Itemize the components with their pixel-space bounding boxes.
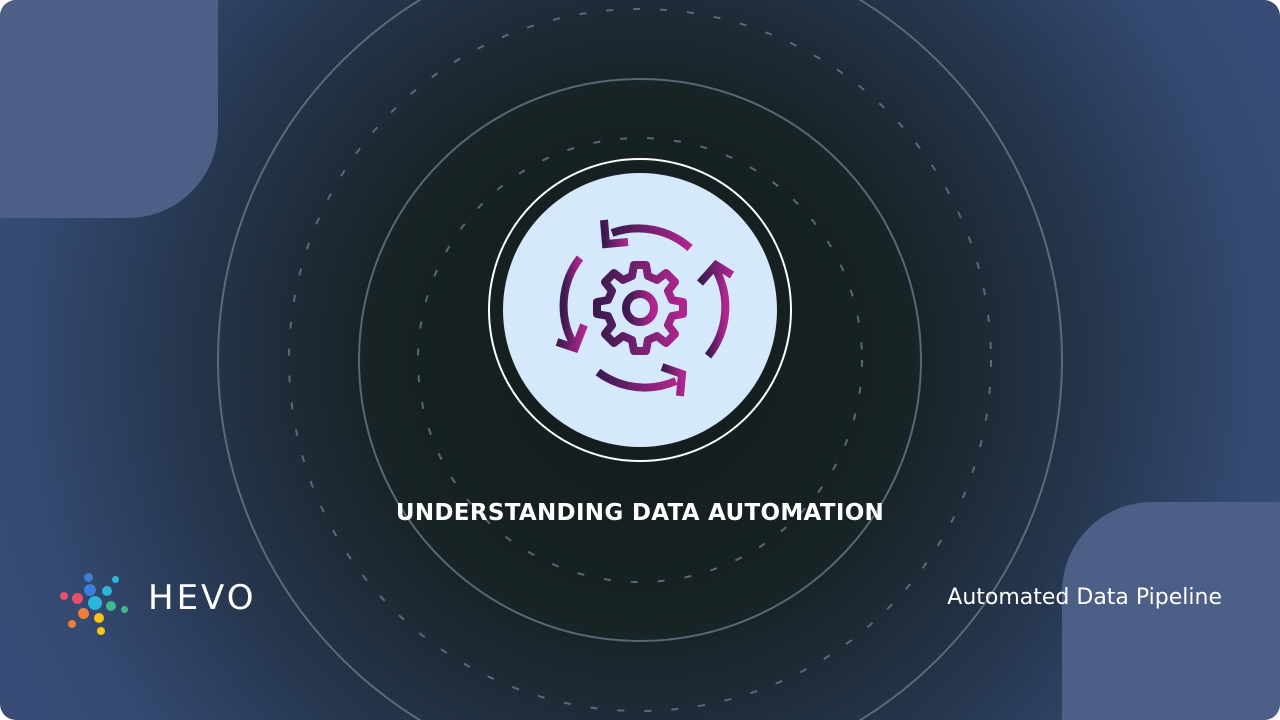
decorative-corner-bottom-right xyxy=(1062,502,1280,720)
tagline: Automated Data Pipeline xyxy=(947,585,1222,610)
page-title: UNDERSTANDING DATA AUTOMATION xyxy=(395,500,885,526)
hevo-dots-logo-icon xyxy=(56,565,266,637)
brand-name: HEVO xyxy=(148,578,257,618)
icon-disc xyxy=(503,173,777,447)
gear-with-cycle-arrows-icon xyxy=(555,219,735,397)
decorative-corner-top-left xyxy=(0,0,218,218)
